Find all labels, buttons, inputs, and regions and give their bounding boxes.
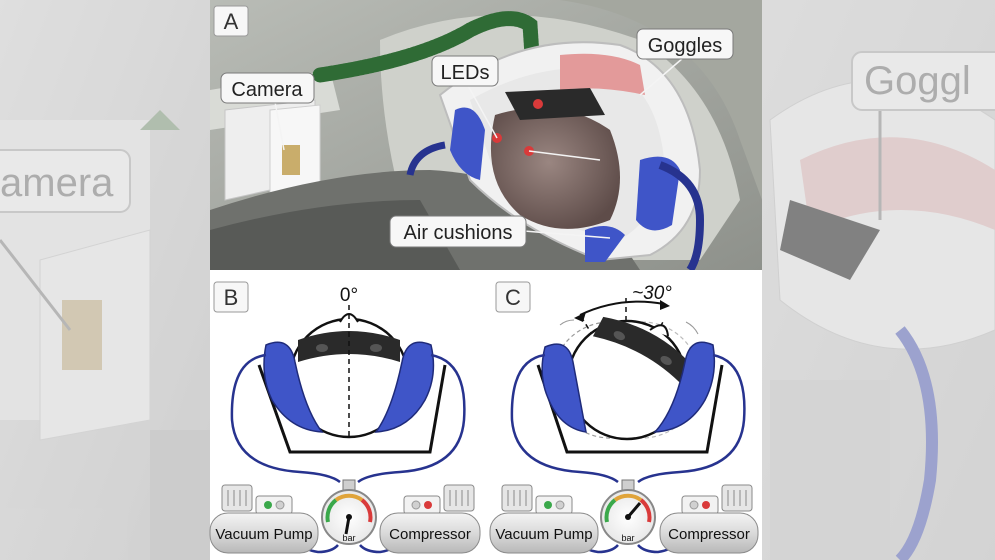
camera-label: Camera (231, 79, 303, 101)
led-1 (533, 99, 543, 109)
panel-b-support-frame (257, 364, 447, 454)
panel-c-compressor-label: Compressor (668, 526, 750, 543)
panel-a-letter-box (213, 5, 249, 37)
panel-b-vacuum-pump: Vacuum Pump (209, 484, 319, 554)
background-right: Goggl (762, 0, 995, 560)
panel-b-cushion-left (263, 341, 324, 433)
panel-b-pressure-gauge: bar (321, 479, 377, 545)
panel-c: C ~30° (489, 281, 759, 554)
air-cushion-left-3d (450, 107, 485, 180)
air-cushions-label-box (389, 215, 527, 248)
blurred-goggles-label: Goggl (864, 59, 971, 103)
camera-label-box (220, 72, 315, 104)
panel-c-compressor: Compressor (659, 484, 759, 554)
leds-label-box (431, 55, 499, 87)
panel-b-vacuum-pump-label: Vacuum Pump (215, 526, 312, 543)
panel-b-letter-box (213, 281, 249, 313)
panel-b-gauge-unit: bar (342, 533, 355, 543)
panel-c-vacuum-pump: Vacuum Pump (489, 484, 599, 554)
panel-c-angle: ~30° (632, 283, 672, 304)
panel-c-vacuum-pump-label: Vacuum Pump (495, 526, 592, 543)
panel-c-cushion-right (653, 341, 716, 433)
panel-c-letter: C (505, 285, 521, 310)
goggles-label: Goggles (648, 35, 723, 57)
panel-b-angle: 0° (340, 285, 358, 306)
goggles-3d (505, 88, 605, 120)
blurred-camera-grid (62, 300, 102, 370)
panel-c-angle-arc (579, 300, 665, 316)
panel-c-gauge-needle (626, 502, 642, 518)
panel-b-cushion-right (374, 341, 435, 433)
panel-c-letter-box (495, 281, 531, 313)
panel-b-letter: B (224, 285, 239, 310)
leds-label: LEDs (441, 62, 490, 84)
subject-head (490, 107, 620, 229)
camera-lens-grid (282, 145, 300, 175)
panel-a-letter: A (224, 9, 239, 34)
air-cushions-label: Air cushions (404, 222, 513, 244)
panel-c-gauge-unit: bar (621, 533, 634, 543)
background-left: amera (0, 0, 210, 560)
green-hose (312, 11, 540, 83)
panel-a: A Camera LEDs Goggles Air cushions (210, 0, 762, 273)
panel-c-pressure-gauge: bar (600, 479, 656, 545)
goggles-label-box (636, 28, 734, 60)
panel-b-goggles (298, 331, 400, 362)
blurred-goggles-label-box (851, 51, 995, 111)
panel-b-compressor-label: Compressor (389, 526, 471, 543)
blurred-camera-label-box (0, 149, 131, 213)
panel-c-cushion-left (541, 343, 587, 433)
panel-b: B 0° Vacuum Pump (209, 281, 481, 554)
blurred-camera-label: amera (0, 161, 114, 205)
air-cushion-right-3d (636, 156, 680, 231)
panel-b-compressor: Compressor (379, 484, 481, 554)
